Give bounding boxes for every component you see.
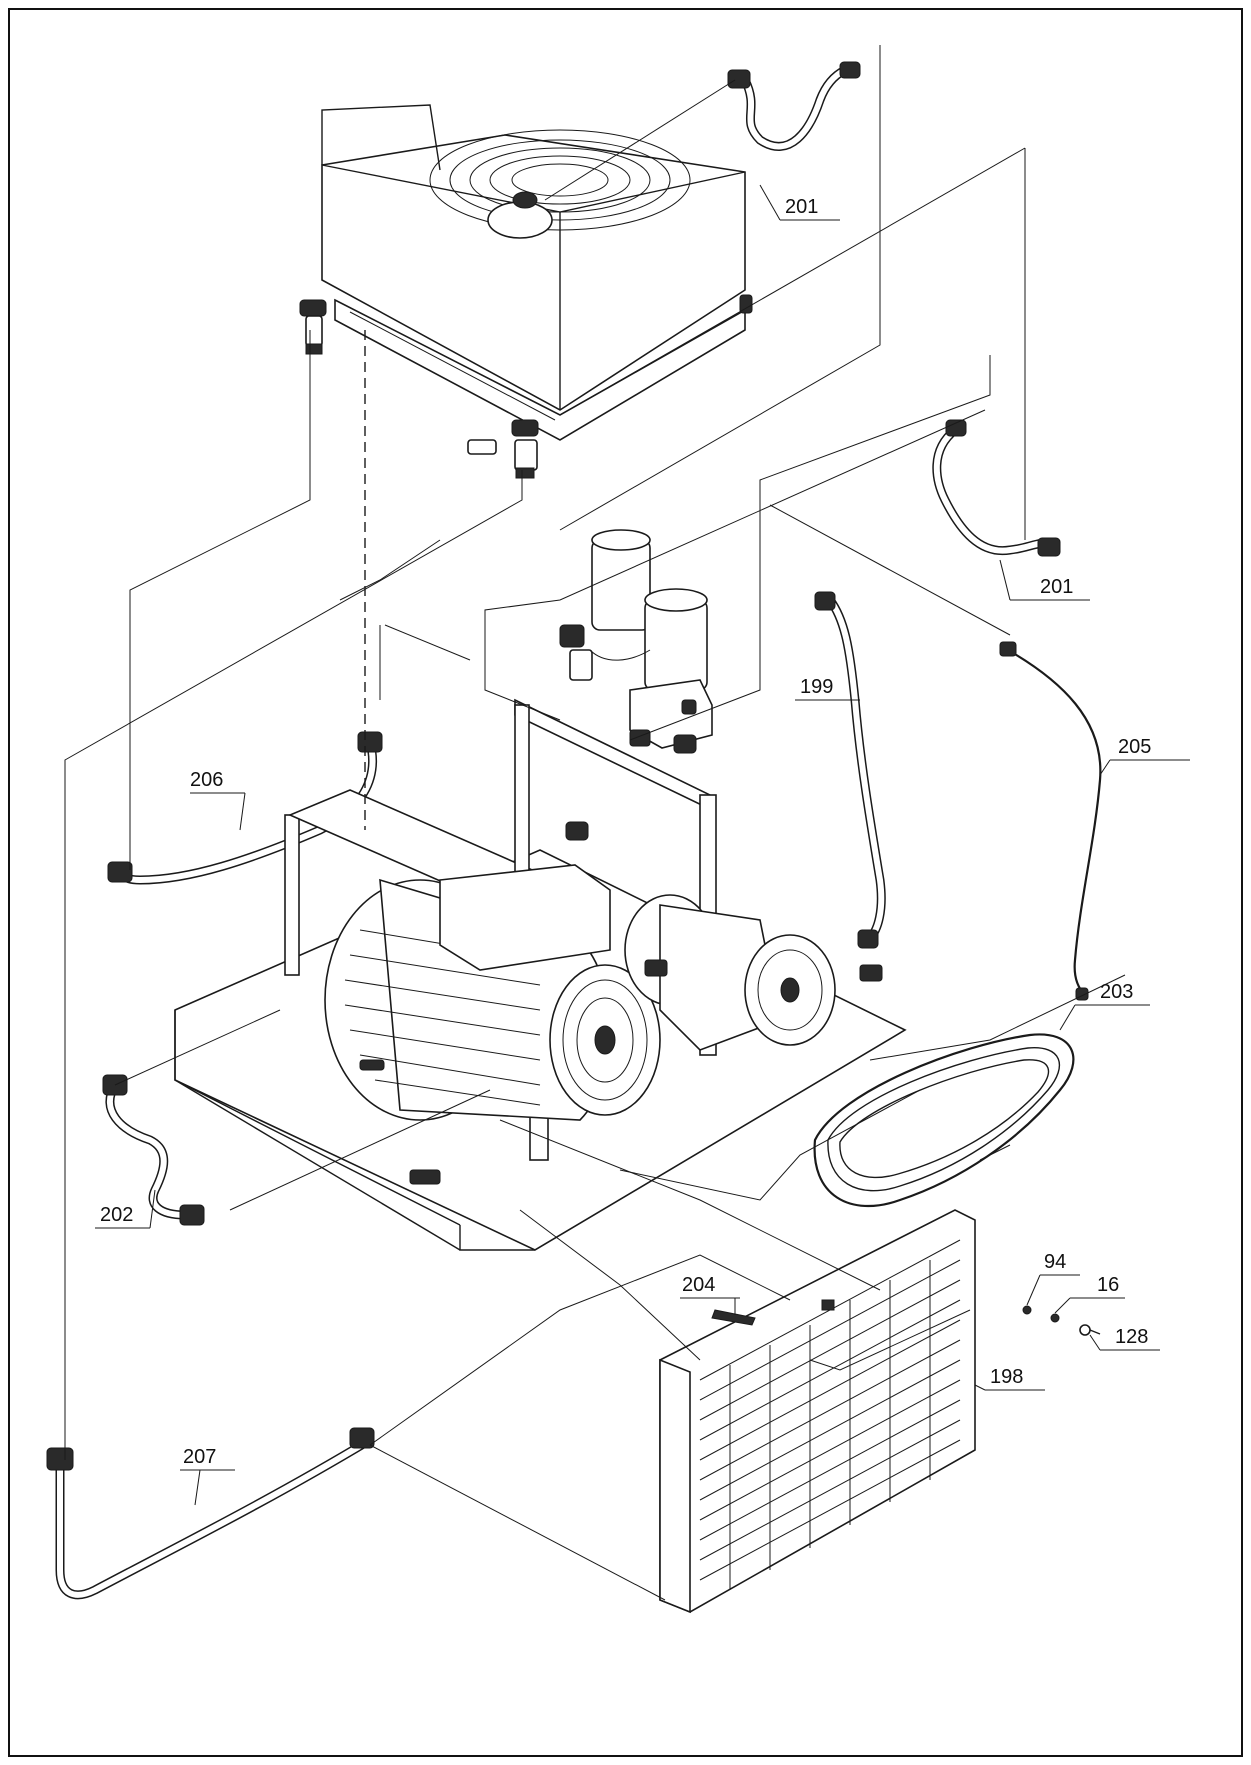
callout-202: 202 (100, 1204, 133, 1226)
hose-202 (102, 1074, 205, 1226)
drawing-frame (8, 8, 1243, 1757)
assembly-lines (64, 45, 1126, 1601)
callout-203: 203 (1100, 981, 1133, 1003)
motor-pump-base-assembly (174, 698, 907, 1251)
oil-cooler-fan-unit (299, 104, 753, 479)
callout-207: 207 (183, 1446, 216, 1468)
callout-201-top: 201 (785, 196, 818, 218)
fastener-set (1022, 1305, 1101, 1336)
callout-201-right: 201 (1040, 576, 1073, 598)
callout-205: 205 (1118, 736, 1151, 758)
callouts: 201 201 199 205 206 203 202 94 16 128 20… (95, 184, 1190, 1506)
callout-16: 16 (1097, 1274, 1119, 1296)
callout-199: 199 (800, 676, 833, 698)
hose-207 (46, 1427, 375, 1600)
callout-204: 204 (682, 1274, 715, 1296)
callout-128: 128 (1115, 1326, 1148, 1348)
hose-199 (814, 591, 886, 949)
hose-201-top (544, 61, 861, 201)
filter-valve-block (559, 529, 713, 749)
v-belt-203 (813, 1033, 1075, 1208)
hose-206 (107, 731, 383, 885)
hose-205 (999, 641, 1102, 1001)
grille-panel-198 (659, 1209, 976, 1614)
callout-198: 198 (990, 1366, 1023, 1388)
hose-201-right (932, 419, 1061, 557)
callout-94: 94 (1044, 1251, 1066, 1273)
callout-206: 206 (190, 769, 223, 791)
